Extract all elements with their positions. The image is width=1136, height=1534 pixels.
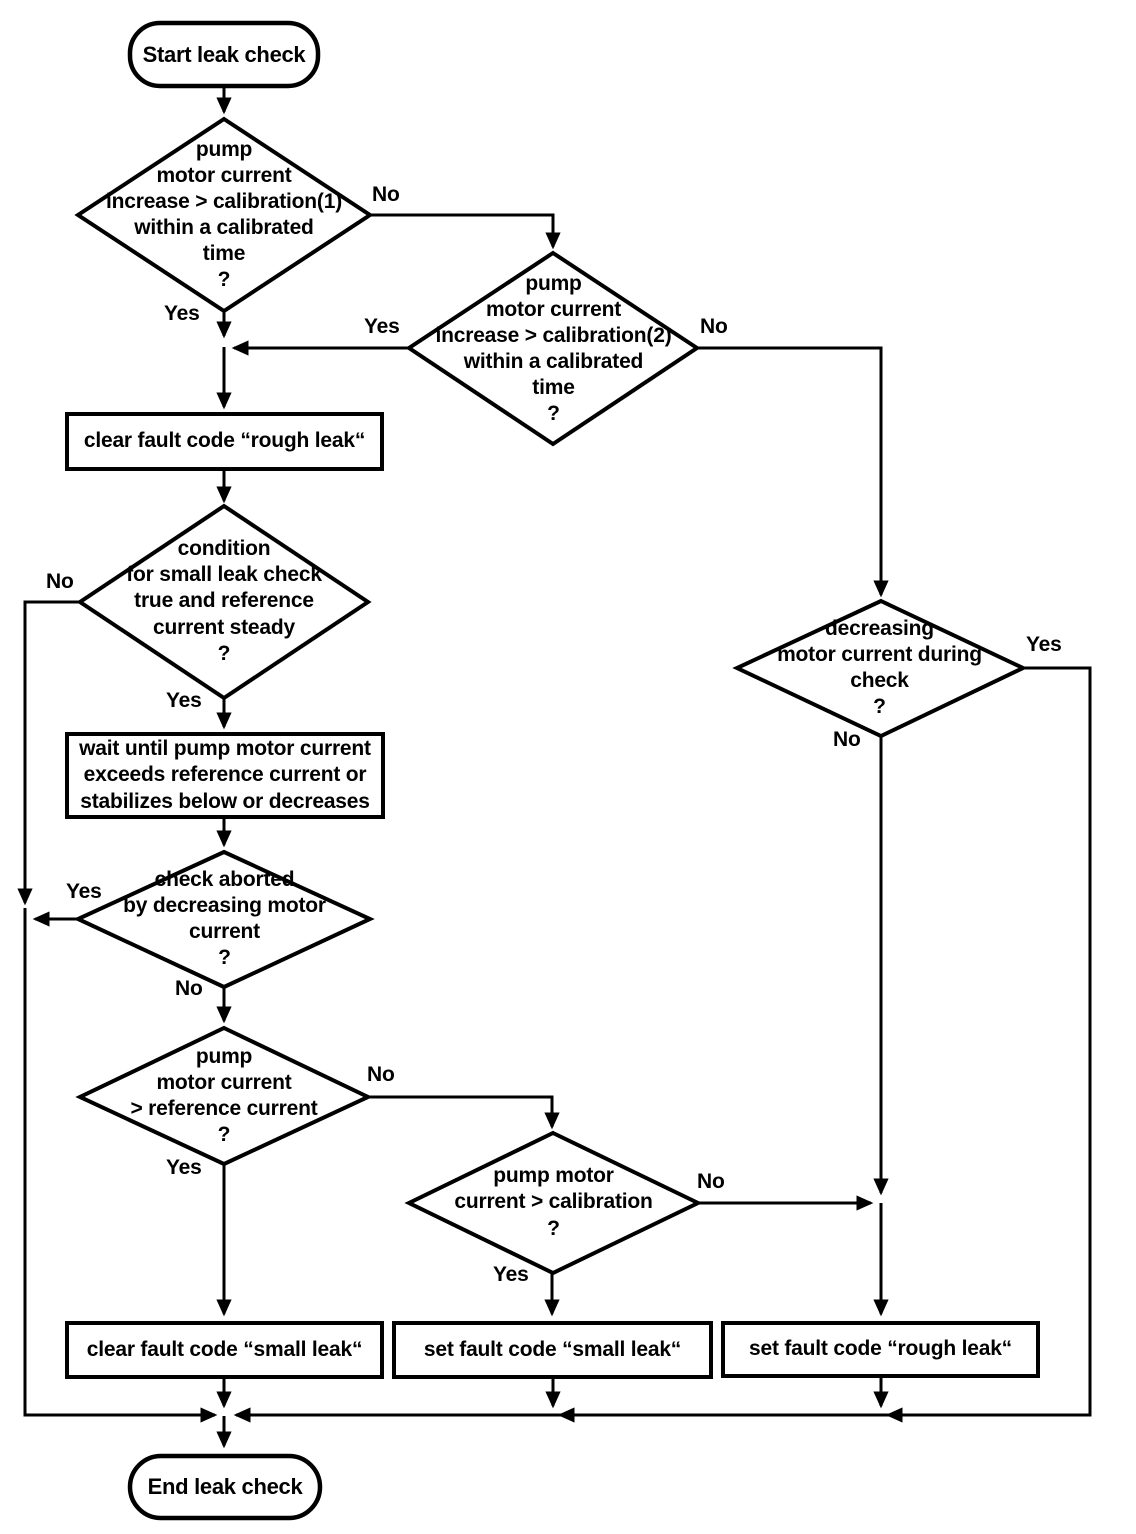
process-r5-label: set fault code “rough leak“	[749, 1337, 1012, 1361]
edge-label-d1-yes: Yes	[164, 302, 200, 325]
edge-d1-no	[370, 213, 561, 250]
decision-d3-shape	[76, 503, 372, 701]
edge-label-d7-yes: Yes	[1026, 633, 1062, 656]
decision-d2-shape	[405, 250, 701, 447]
decision-d5-label: pump motor current > reference current ?	[130, 1044, 318, 1147]
start-terminal-label: Start leak check	[142, 41, 306, 67]
edge-label-d2-yes: Yes	[364, 315, 400, 338]
node-shapes	[65, 20, 1040, 1521]
decision-d5-shape	[75, 1025, 373, 1167]
decision-d3-label: condition for small leak check true and …	[126, 537, 322, 665]
edge-d3-no-lower	[23, 908, 218, 1423]
edge-label-d7-no: No	[833, 728, 861, 751]
edge-label-d3-no: No	[46, 570, 74, 593]
end-terminal-shape	[127, 1453, 323, 1521]
edge-label-d5-no: No	[367, 1063, 395, 1086]
edge-label-d5-yes: Yes	[166, 1156, 202, 1179]
decision-d6-label: pump motor current > calibration ?	[454, 1164, 653, 1240]
edge-label-d6-yes: Yes	[493, 1263, 529, 1286]
process-r3-label: clear fault code “small leak“	[86, 1337, 363, 1361]
process-r2-shape	[65, 732, 385, 819]
decision-d1-shape	[74, 116, 374, 314]
edge-label-d4-no: No	[175, 977, 203, 1000]
decision-d7-label: decreasing motor current during check ?	[777, 616, 982, 719]
decision-d4-label: check aborted by decreasing motor curren…	[123, 867, 326, 970]
edge-d3-no-upper	[17, 600, 81, 906]
decision-d4-shape	[73, 849, 375, 990]
edge-label-d6-no: No	[697, 1170, 725, 1193]
edge-d5-no	[367, 1095, 560, 1130]
process-r1-label: clear fault code “rough leak“	[83, 429, 366, 453]
process-r4-label: set fault code “small leak“	[423, 1337, 682, 1361]
flow-edges	[17, 86, 1092, 1449]
process-r3-shape	[65, 1321, 384, 1379]
edge-d7-yes-and-merge	[233, 666, 1092, 1423]
edge-label-d1-no: No	[372, 183, 400, 206]
decision-d1-label: pump motor current increase > calibratio…	[105, 137, 343, 292]
process-r4-shape	[392, 1321, 713, 1379]
decision-d7-shape	[732, 598, 1028, 739]
edge-d2-no	[696, 346, 889, 598]
process-r5-shape	[721, 1321, 1040, 1378]
edge-label-d4-yes: Yes	[66, 880, 102, 903]
process-r1-shape	[65, 412, 384, 471]
decision-d2-label: pump motor current increase > calibratio…	[435, 271, 672, 426]
end-terminal-label: End leak check	[147, 1474, 303, 1500]
edge-label-d2-no: No	[700, 315, 728, 338]
edge-label-d3-yes: Yes	[166, 689, 202, 712]
start-terminal-shape	[127, 20, 321, 89]
decision-d6-shape	[404, 1130, 703, 1276]
process-r2-label: wait until pump motor current exceeds re…	[79, 737, 371, 813]
